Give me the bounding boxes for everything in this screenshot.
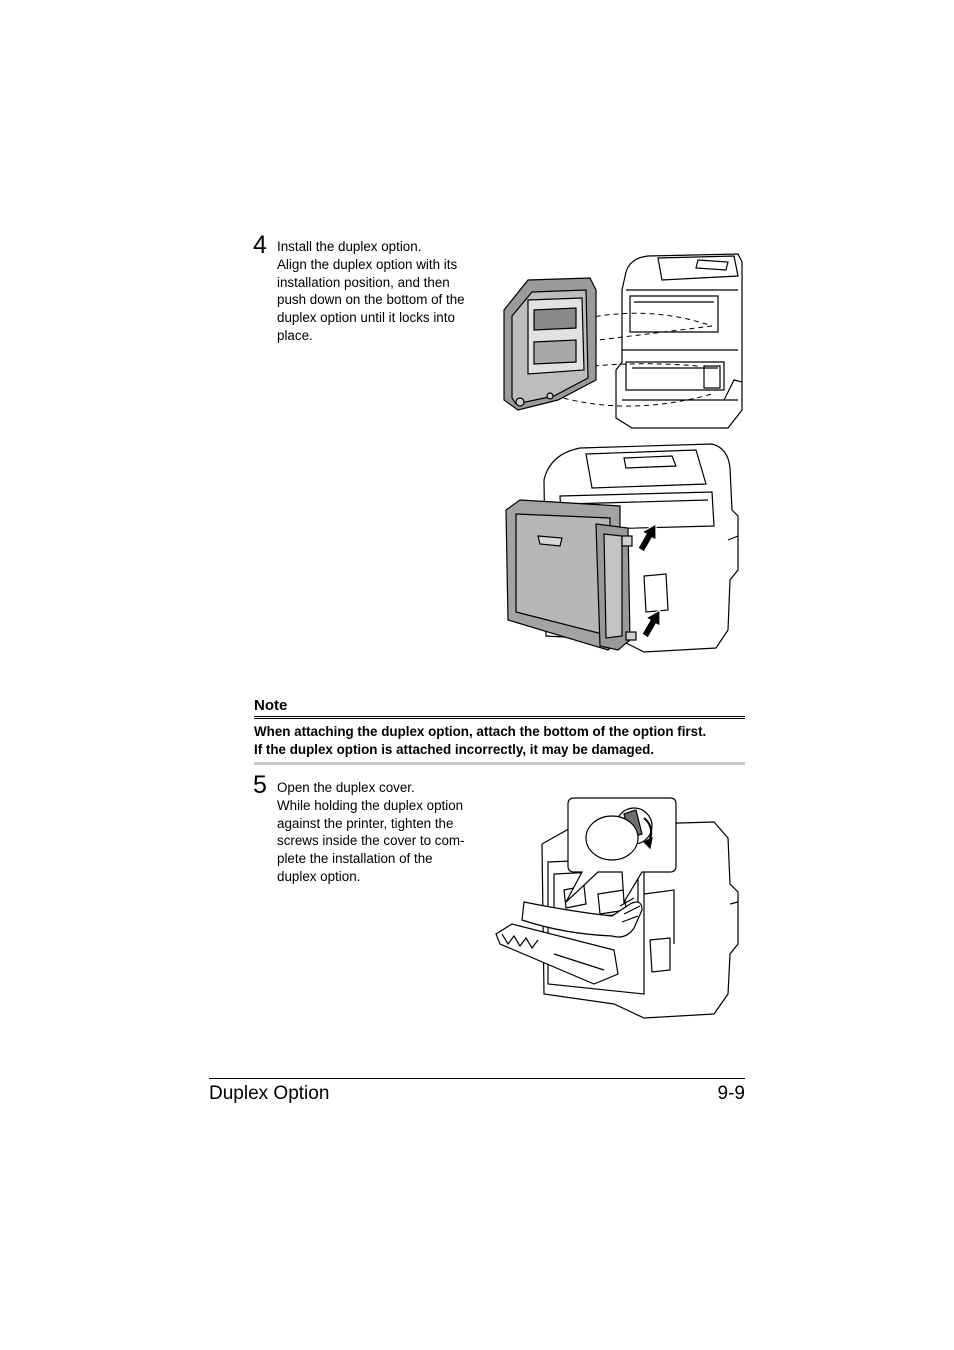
tighten-screws-illustration xyxy=(495,797,739,1019)
note-rule-top xyxy=(254,716,745,719)
footer-rule xyxy=(209,1078,745,1079)
note-body: When attaching the duplex option, attach… xyxy=(254,723,749,758)
note-line: If the duplex option is attached incorre… xyxy=(254,741,655,757)
step-4-line: place. xyxy=(277,327,313,343)
step-5-line: screws inside the cover to com- xyxy=(277,833,465,849)
step-5-line: Open the duplex cover. xyxy=(277,780,415,795)
step-4-line: push down on the bottom of the xyxy=(277,292,465,308)
step-4-number: 4 xyxy=(253,231,267,259)
note-rule-bottom xyxy=(254,762,745,765)
step-4-line: duplex option until it locks into xyxy=(277,310,455,326)
step-4-line: Align the duplex option with its xyxy=(277,256,458,272)
duplex-alignment-illustration xyxy=(503,253,743,429)
step-5-line: duplex option. xyxy=(277,868,361,884)
step-5-line: While holding the duplex option xyxy=(277,797,464,813)
step-4-line: installation position, and then xyxy=(277,274,450,290)
duplex-installed-illustration xyxy=(505,443,739,653)
step-5-instructions: Open the duplex cover. While holding the… xyxy=(277,779,487,886)
step-4-instructions: Install the duplex option. Align the dup… xyxy=(277,238,487,345)
note-line: When attaching the duplex option, attach… xyxy=(254,724,707,739)
footer-section-title: Duplex Option xyxy=(209,1083,330,1104)
note-title: Note xyxy=(254,697,288,714)
step-5-line: plete the installation of the xyxy=(277,851,433,867)
step-5-number: 5 xyxy=(253,771,267,799)
footer-page-number: 9-9 xyxy=(717,1083,745,1104)
step-5-line: against the printer, tighten the xyxy=(277,815,454,831)
step-4-line: Install the duplex option. xyxy=(277,239,422,254)
